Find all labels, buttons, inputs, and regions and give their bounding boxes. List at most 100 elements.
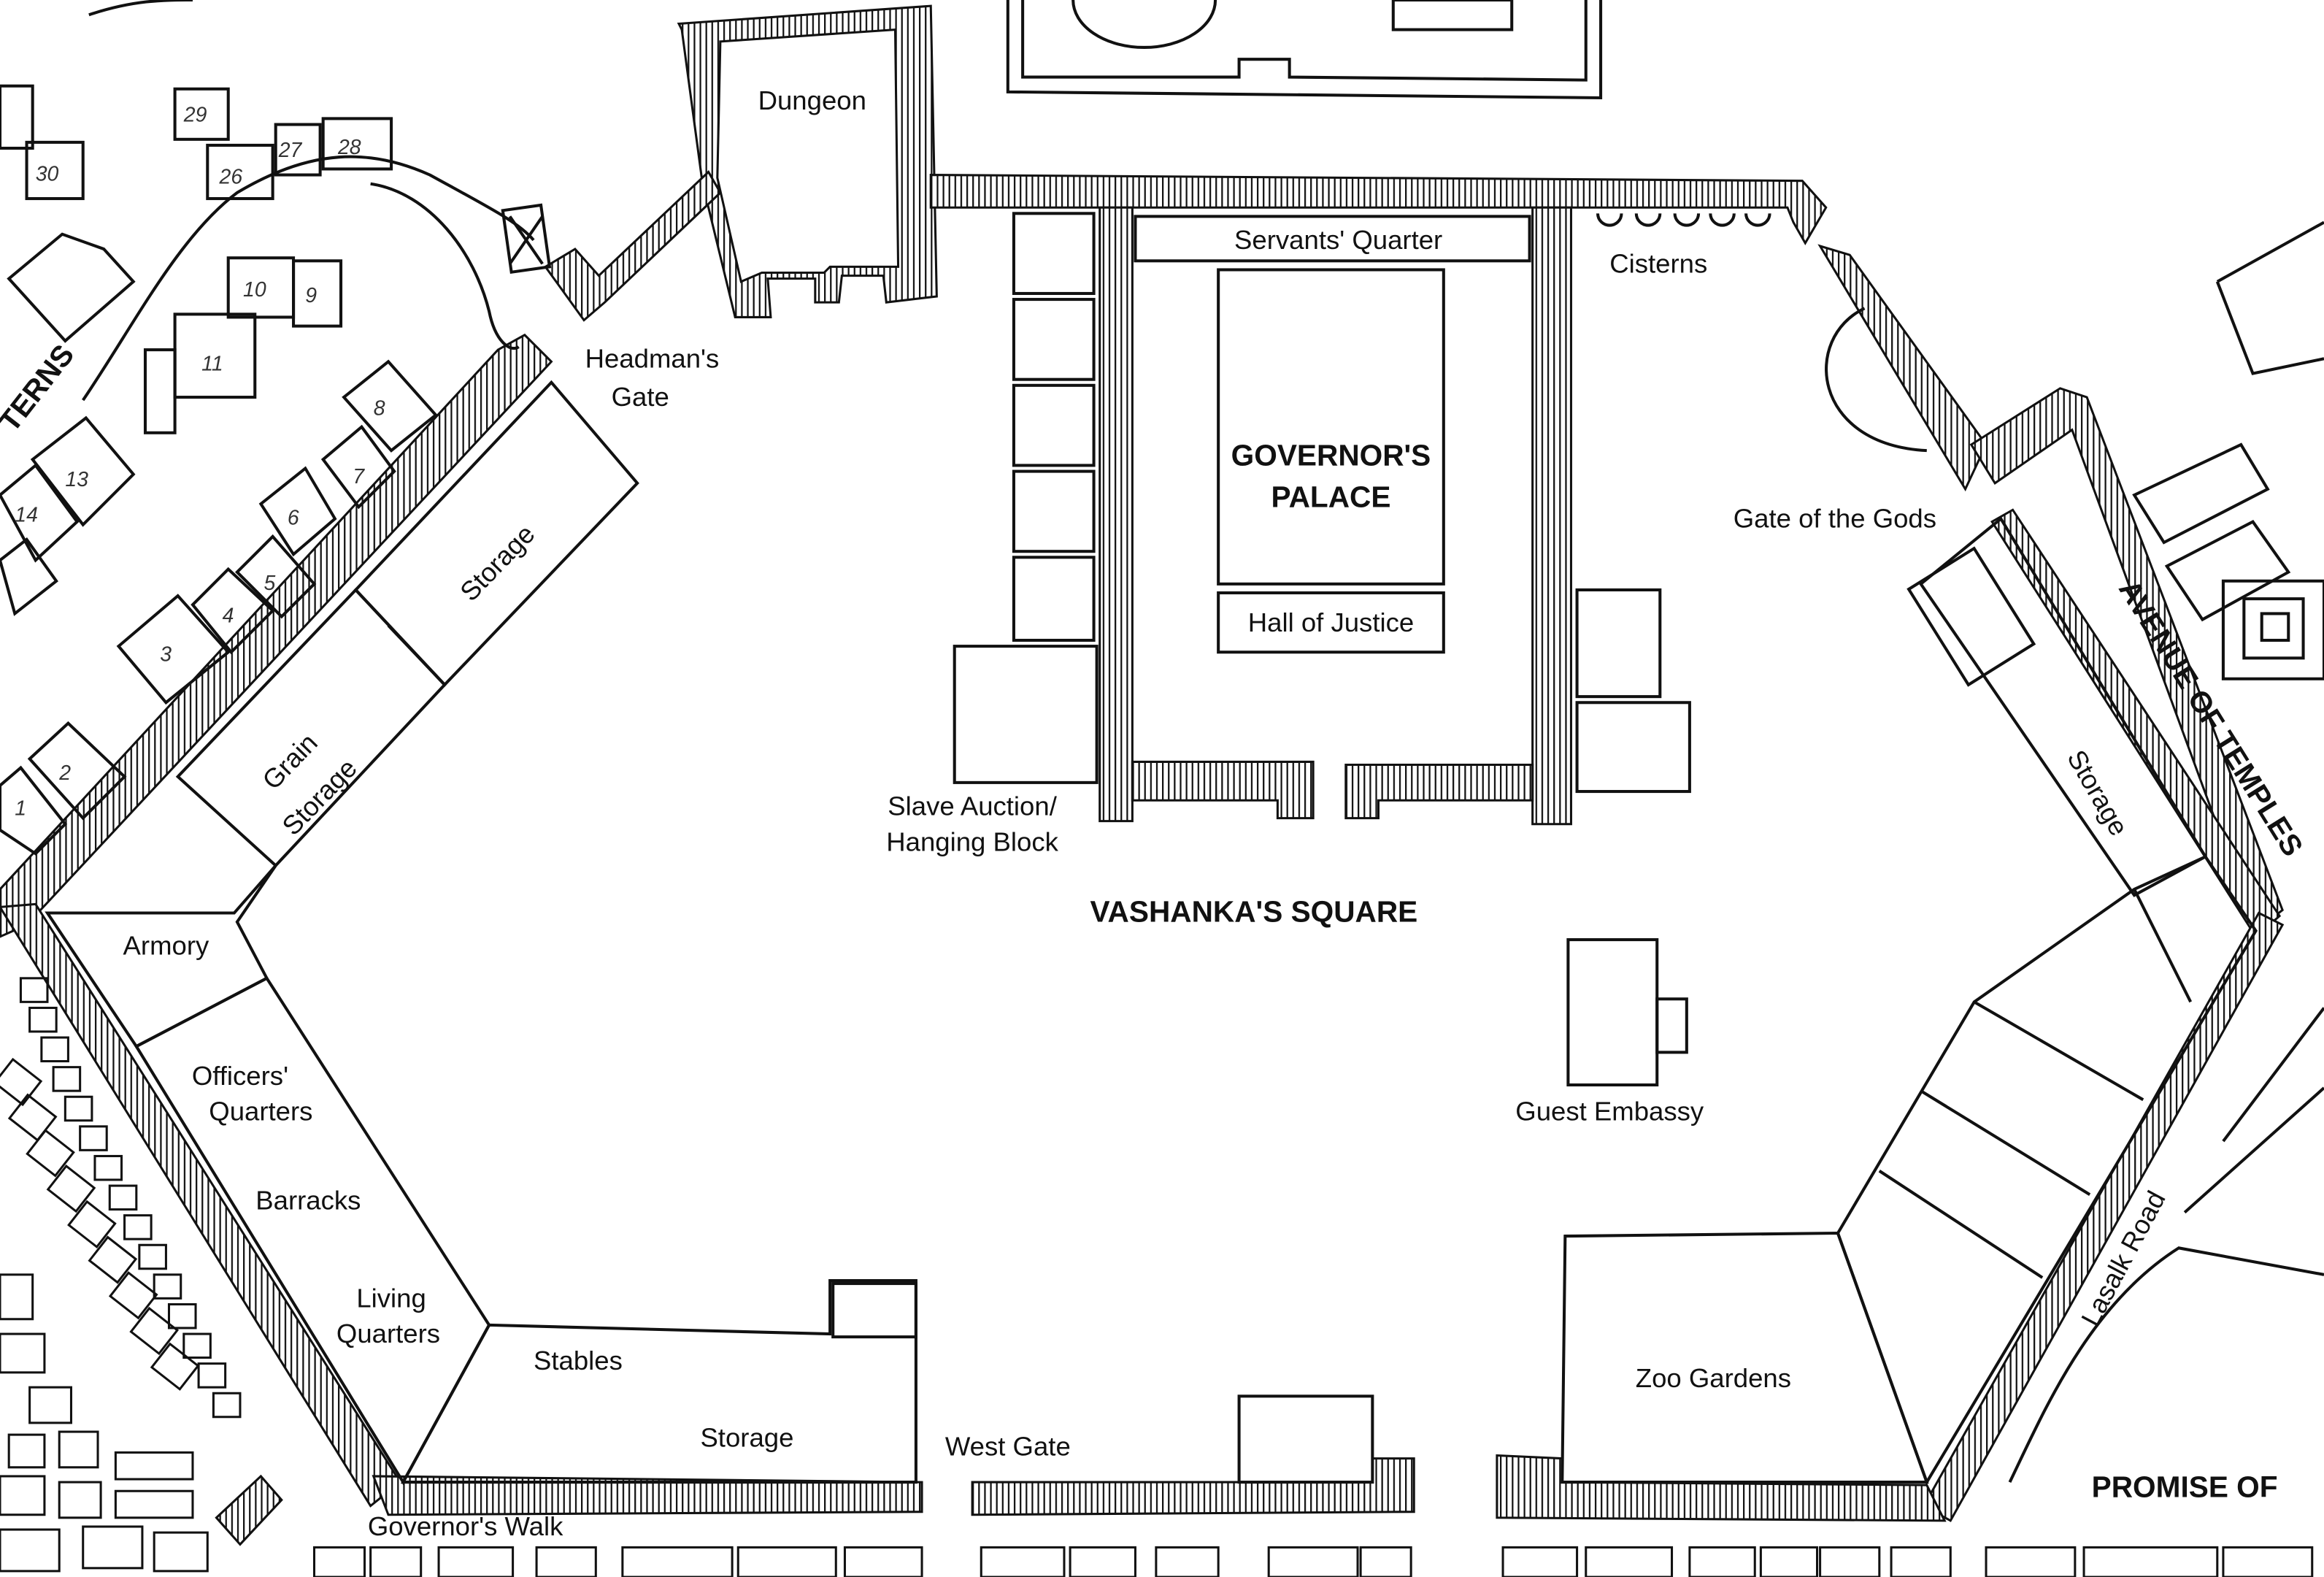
label-zoo-gardens: Zoo Gardens — [1636, 1363, 1791, 1393]
label-slave-auction-2: Hanging Block — [886, 826, 1058, 856]
label-officers-quarters-1: Officers' — [192, 1061, 288, 1091]
building-25 — [7, 232, 136, 343]
northwest-road — [82, 155, 535, 402]
building-14 — [0, 463, 80, 563]
hall-of-justice-room — [1217, 591, 1445, 654]
building-3 — [116, 594, 231, 705]
storage-east-building — [1918, 516, 2208, 897]
grain-storage-building — [175, 588, 447, 868]
gate-of-the-gods-arc — [1825, 307, 1927, 453]
number-10: 10 — [243, 278, 266, 302]
label-headmans-gate-2: Gate — [612, 382, 669, 412]
label-cisterns: Cisterns — [1609, 249, 1707, 279]
palace-west-room-5 — [1012, 556, 1096, 642]
label-terns-fragment: TERNS — [0, 338, 80, 438]
label-storage-south: Storage — [700, 1422, 793, 1452]
north-small-room — [1391, 0, 1514, 31]
map-labels: Dungeon Servants' Quarter Cisterns Headm… — [0, 85, 2310, 1541]
building-1 — [0, 765, 68, 856]
temple-shrine-core — [2260, 612, 2290, 642]
label-guest-embassy: Guest Embassy — [1515, 1097, 1704, 1127]
building-26 — [206, 143, 274, 201]
governors-palace-room — [1217, 268, 1445, 586]
building-5 — [235, 534, 317, 619]
building-31 — [0, 84, 34, 150]
label-west-gate: West Gate — [945, 1432, 1071, 1462]
label-slave-auction-1: Slave Auction/ — [888, 791, 1057, 821]
north-building-inner — [1021, 0, 1588, 82]
building-13 — [30, 415, 136, 527]
number-27: 27 — [278, 139, 303, 162]
palace-west-room-3 — [1012, 383, 1096, 467]
building-9 — [292, 259, 343, 328]
label-living-quarters-1: Living — [356, 1284, 426, 1313]
building-2 — [27, 721, 127, 821]
label-governors-walk: Governor's Walk — [368, 1511, 563, 1541]
number-11: 11 — [201, 353, 223, 376]
number-2: 2 — [58, 761, 71, 785]
label-governors-palace-1: GOVERNOR'S — [1231, 438, 1431, 472]
palace-south-wall-right — [1344, 763, 1534, 820]
east-building-top — [2215, 220, 2324, 375]
west-row-houses — [0, 977, 242, 1573]
governors-walk-wall — [215, 1474, 283, 1546]
lasalk-road-edge — [2183, 1007, 2324, 1214]
northwest-road-2 — [370, 182, 520, 350]
number-5: 5 — [263, 572, 275, 595]
number-29: 29 — [183, 103, 207, 126]
building-4 — [191, 567, 275, 655]
palace-east-wall — [1531, 206, 1572, 826]
palace-west-room-2 — [1012, 298, 1096, 381]
building-12 — [143, 348, 177, 434]
building-8 — [342, 359, 438, 453]
number-13: 13 — [65, 468, 88, 491]
number-8: 8 — [374, 396, 385, 420]
number-30: 30 — [36, 163, 59, 186]
label-servants-quarter: Servants' Quarter — [1234, 225, 1442, 255]
north-building-outline — [1006, 0, 1603, 100]
building-numbers: 29 26 27 28 30 10 9 11 8 7 6 5 4 3 2 1 1… — [15, 103, 385, 820]
number-7: 7 — [353, 465, 365, 488]
label-headmans-gate-1: Headman's — [585, 343, 720, 373]
slave-auction-block — [953, 645, 1098, 784]
building-7 — [320, 424, 396, 510]
label-living-quarters-2: Quarters — [336, 1319, 440, 1348]
east-wall — [1990, 508, 2282, 939]
servants-quarter-room — [1134, 215, 1531, 263]
palace-west-room-1 — [1012, 212, 1096, 295]
label-dungeon: Dungeon — [758, 85, 866, 115]
north-dome — [1071, 0, 1217, 49]
stables-annex — [831, 1282, 917, 1339]
number-9: 9 — [305, 284, 317, 307]
building-30 — [25, 140, 85, 201]
storage-nw-building — [353, 380, 639, 687]
headman-gate-tower — [501, 203, 552, 275]
southeast-wall — [1922, 911, 2285, 1522]
palace-east-room-1 — [1575, 588, 1662, 699]
label-barracks: Barracks — [255, 1186, 361, 1216]
number-28: 28 — [337, 136, 361, 159]
stables-room — [400, 1278, 917, 1484]
temple-block-2 — [2164, 519, 2291, 622]
number-6: 6 — [288, 507, 299, 530]
label-storage-east: Storage — [2061, 745, 2133, 840]
northwest-wall — [0, 333, 553, 938]
number-1: 1 — [15, 797, 26, 821]
label-vashankas-square: VASHANKA'S SQUARE — [1090, 895, 1418, 929]
number-14: 14 — [15, 504, 38, 527]
building-28 — [321, 117, 393, 171]
label-storage-nw: Storage — [454, 519, 540, 607]
label-gate-of-the-gods: Gate of the Gods — [1734, 504, 1936, 534]
number-4: 4 — [223, 605, 234, 628]
label-officers-quarters-2: Quarters — [209, 1097, 312, 1127]
palace-west-room-4 — [1012, 469, 1096, 553]
south-row-houses — [312, 1546, 2314, 1577]
label-armory: Armory — [123, 930, 209, 960]
guest-embassy-building — [1566, 938, 1659, 1087]
label-governors-palace-2: PALACE — [1271, 480, 1391, 513]
south-wall-east — [1496, 1454, 1947, 1522]
temple-block-1 — [2132, 442, 2270, 545]
label-promise-of: PROMISE OF — [2092, 1470, 2278, 1503]
south-wall-middle — [971, 1457, 1415, 1516]
